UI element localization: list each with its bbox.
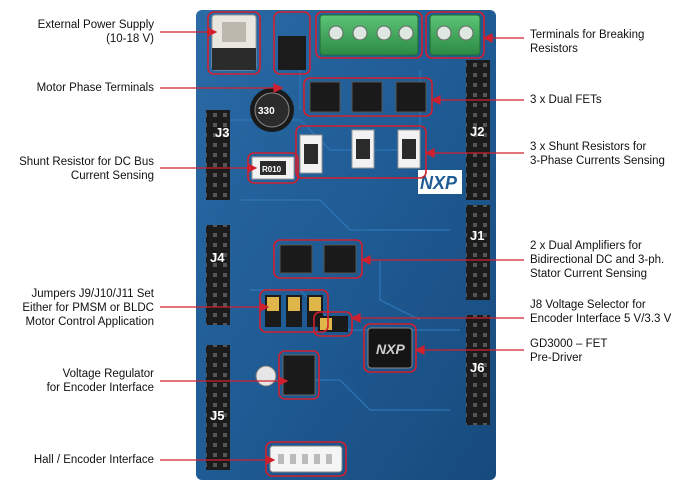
motor-phase-terminal-block [319, 14, 419, 56]
board-nxp-logo: NXP [418, 170, 462, 194]
small-capacitor [255, 365, 277, 387]
j5-label: J5 [210, 408, 224, 423]
callout-vreg: Voltage Regulator for Encoder Interface [47, 367, 154, 395]
callout-amps: 2 x Dual Amplifiers for Bidirectional DC… [530, 239, 664, 281]
callout-line: 2 x Dual Amplifiers for [530, 240, 642, 252]
callout-line: 3-Phase Currents Sensing [530, 155, 665, 167]
callout-line: Current Sensing [70, 170, 154, 182]
callout-line: Terminals for Breaking [530, 29, 645, 41]
callout-line: 3 x Shunt Resistors for [530, 141, 647, 153]
black-connector [278, 36, 306, 70]
callout-motor-phase: Motor Phase Terminals [37, 81, 154, 95]
voltage-regulator [282, 354, 316, 396]
j6-label: J6 [470, 360, 484, 375]
callout-line: Shunt Resistor for DC Bus [19, 156, 154, 168]
jumpers-j9-j11 [265, 295, 323, 327]
callout-leaders [160, 27, 524, 465]
callout-line: Voltage Regulator [62, 368, 154, 380]
callout-line: Stator Current Sensing [530, 268, 647, 280]
callout-line: (10-18 V) [106, 33, 154, 45]
shunt-resistors-3ph [299, 129, 421, 174]
callout-line: for Encoder Interface [46, 382, 154, 394]
callout-dual-fets: 3 x Dual FETs [530, 93, 602, 107]
board-logo-text: NXP [420, 173, 458, 193]
callout-gd3000: GD3000 – FET Pre-Driver [530, 337, 607, 365]
callout-line: Encoder Interface 5 V/3.3 V [530, 313, 672, 325]
brake-terminal-block [429, 14, 481, 56]
callout-line: Bidirectional DC and 3-ph. [530, 254, 665, 266]
header-j4 [206, 225, 230, 325]
callout-line: Motor Control Application [25, 316, 154, 328]
callout-line: Hall / Encoder Interface [33, 454, 154, 466]
callout-hall: Hall / Encoder Interface [34, 453, 154, 467]
callout-line: Pre-Driver [530, 352, 583, 364]
callout-brake-term: Terminals for Breaking Resistors [530, 28, 644, 56]
j4-label: J4 [210, 250, 225, 265]
dual-fets [309, 81, 427, 113]
callout-j8: J8 Voltage Selector for Encoder Interfac… [530, 298, 671, 326]
callout-highlights [207, 11, 485, 477]
header-j5 [206, 345, 230, 470]
header-j2 [466, 60, 490, 200]
callout-jumpers: Jumpers J9/J10/J11 Set Either for PMSM o… [22, 287, 154, 329]
callout-line: Motor Phase Terminals [36, 82, 154, 94]
j1-label: J1 [470, 228, 484, 243]
callout-line: Resistors [530, 43, 578, 55]
callout-line: GD3000 – FET [530, 338, 608, 350]
callout-line: 3 x Dual FETs [530, 94, 602, 106]
j3-label: J3 [215, 125, 229, 140]
callout-line: External Power Supply [37, 19, 154, 31]
callout-shunt-3ph: 3 x Shunt Resistors for 3-Phase Currents… [530, 140, 665, 168]
j2-label: J2 [470, 124, 484, 139]
callout-line: J8 Voltage Selector for [530, 299, 646, 311]
cap-marking: 330 [258, 106, 275, 117]
callout-ext-power: External Power Supply (10-18 V) [38, 18, 154, 46]
callout-shunt-dc: Shunt Resistor for DC Bus Current Sensin… [19, 155, 154, 183]
callout-line: Jumpers J9/J10/J11 Set [31, 288, 154, 300]
callout-line: Either for PMSM or BLDC [22, 302, 154, 314]
chip-logo-text: NXP [376, 341, 405, 357]
dual-amplifiers [279, 244, 357, 274]
header-j3 [206, 110, 230, 200]
gd3000-chip [367, 327, 413, 369]
shunt-marking: R010 [262, 165, 282, 174]
header-j1 [466, 205, 490, 300]
header-j6 [466, 315, 490, 425]
